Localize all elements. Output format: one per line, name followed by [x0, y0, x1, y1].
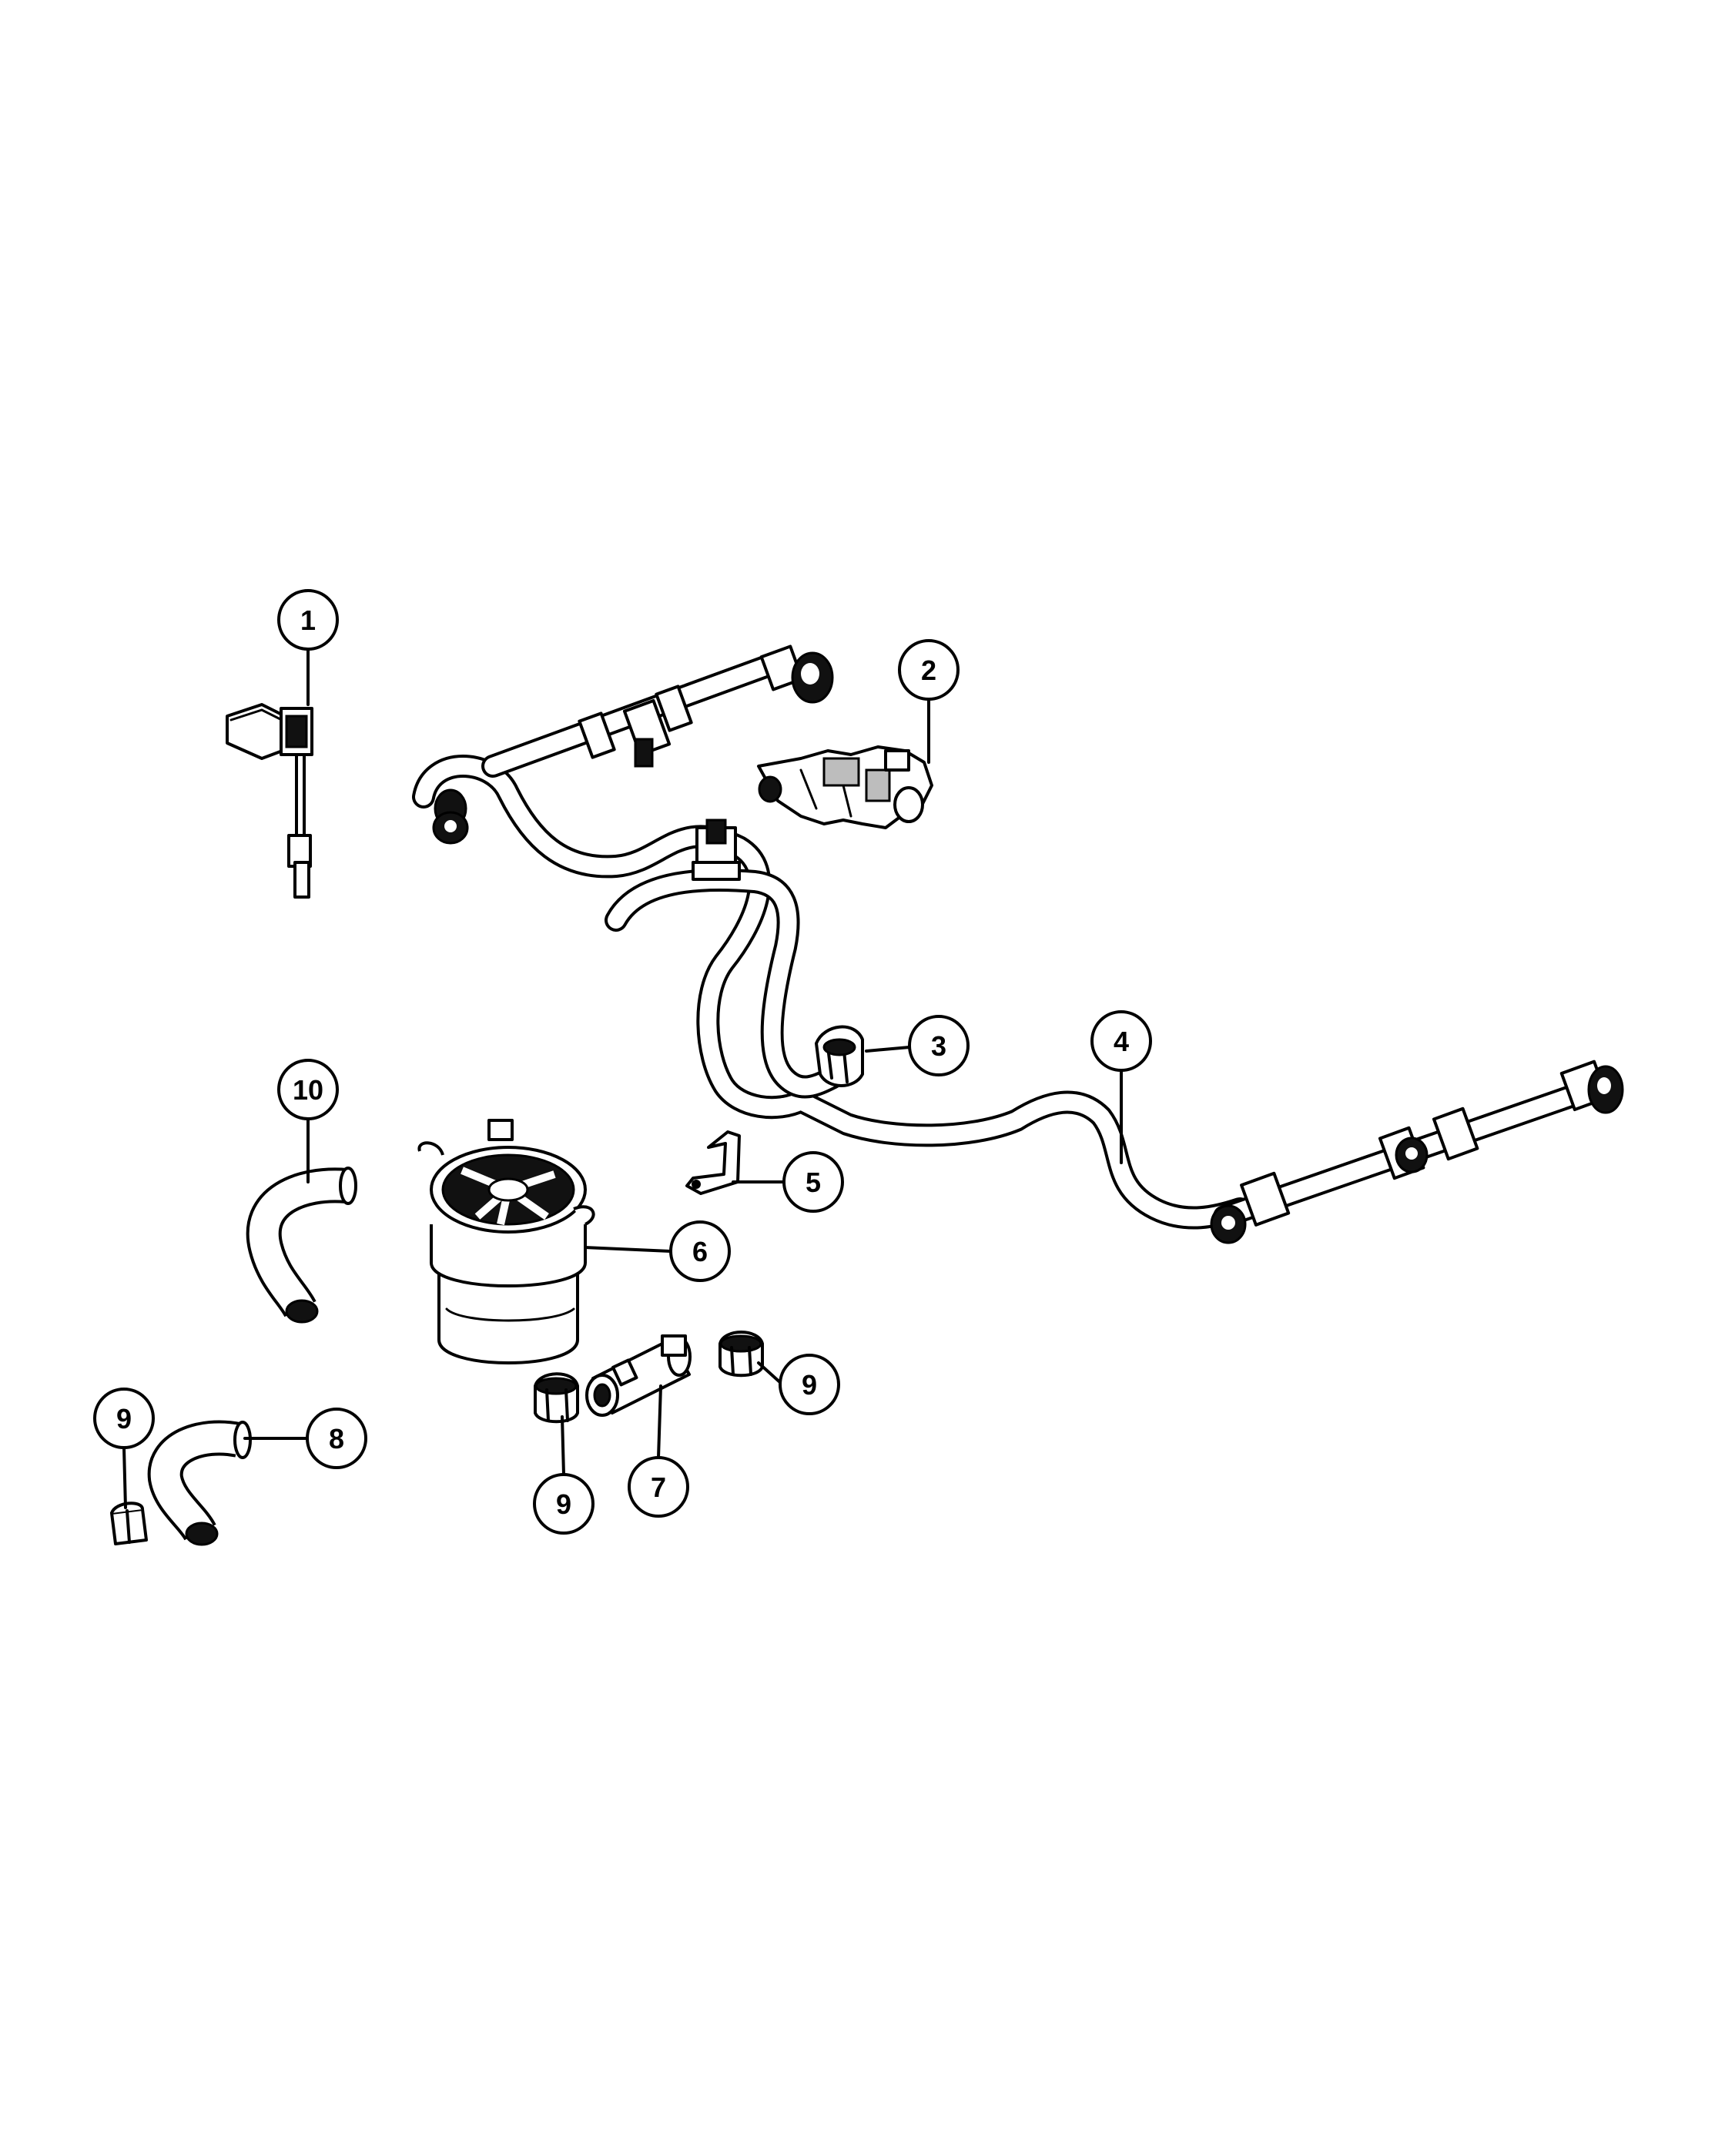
- clamp-part-9-right: [718, 1331, 764, 1378]
- elbow-hose-part-10: [246, 1167, 357, 1324]
- bracket-part-5: [685, 1130, 741, 1195]
- valve-bracket-part: [757, 745, 933, 829]
- callout-2-label: 2: [921, 654, 936, 686]
- callout-4: 4: [1090, 1010, 1152, 1072]
- clamp-part-9-center: [534, 1372, 579, 1424]
- callout-3-label: 3: [931, 1030, 946, 1062]
- elbow-hose-part-8: [147, 1420, 252, 1546]
- callout-1: 1: [277, 589, 339, 651]
- hose-part-7: [585, 1334, 692, 1417]
- callout-9-left-label: 9: [116, 1403, 132, 1435]
- callout-4-label: 4: [1114, 1026, 1129, 1057]
- leader-lines: [122, 649, 1123, 1509]
- callout-7-label: 7: [651, 1471, 666, 1503]
- callout-9-center-label: 9: [556, 1488, 571, 1520]
- callout-8: 8: [306, 1408, 367, 1469]
- callout-9-left: 9: [93, 1388, 155, 1449]
- callout-3: 3: [908, 1015, 970, 1076]
- fuel-line-assembly: [412, 644, 1624, 1244]
- fuel-filter-part: [417, 1119, 595, 1364]
- callout-10: 10: [277, 1059, 339, 1120]
- clamp-part-9-left: [110, 1502, 148, 1545]
- callout-7: 7: [628, 1456, 689, 1518]
- callout-10-label: 10: [293, 1074, 323, 1106]
- callout-9-center: 9: [533, 1473, 595, 1535]
- callout-6: 6: [669, 1220, 731, 1282]
- callout-9-right: 9: [779, 1354, 840, 1415]
- callout-9-right-label: 9: [802, 1369, 817, 1401]
- sensor-part: [226, 703, 313, 899]
- callout-1-label: 1: [300, 604, 316, 636]
- callout-5: 5: [782, 1151, 844, 1213]
- callout-2: 2: [898, 639, 960, 701]
- callout-6-label: 6: [692, 1236, 708, 1267]
- clamp-part-3: [815, 1025, 864, 1087]
- callout-8-label: 8: [329, 1423, 344, 1455]
- callout-5-label: 5: [806, 1167, 821, 1198]
